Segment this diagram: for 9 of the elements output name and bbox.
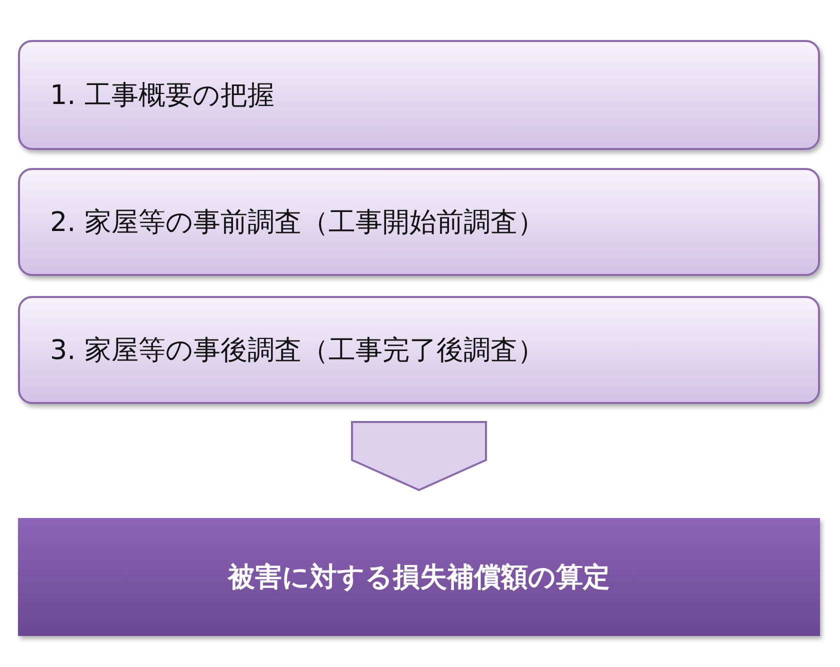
step-box (18, 40, 820, 150)
chevron-arrow (351, 421, 487, 492)
step-box (18, 168, 820, 276)
step-text: 1. 工事概要の把握 (50, 79, 274, 113)
result-box (18, 518, 820, 636)
step-text: 2. 家屋等の事前調査（工事開始前調査） (50, 206, 544, 240)
step-text: 3. 家屋等の事後調査（工事完了後調査） (50, 334, 544, 368)
step-box (18, 296, 820, 404)
result-text: 被害に対する損失補償額の算定 (228, 561, 610, 595)
